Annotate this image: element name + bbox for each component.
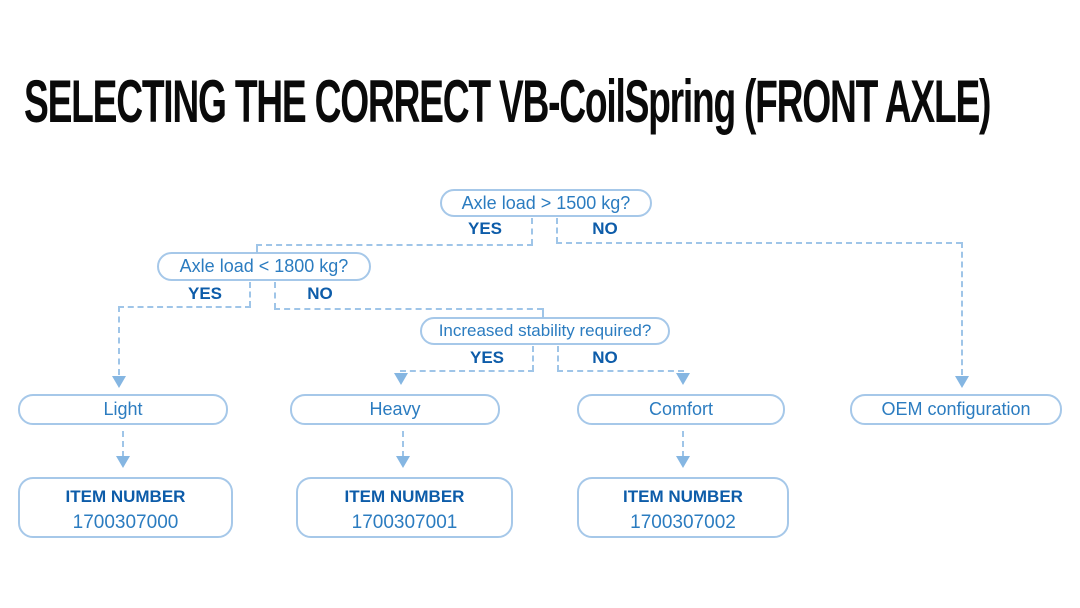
connector-line: [274, 308, 543, 310]
decision-box-axle-load-1800: Axle load < 1800 kg?: [157, 252, 371, 281]
connector-line: [402, 431, 404, 457]
connector-line: [557, 346, 559, 371]
yes-label-1: YES: [467, 219, 503, 238]
decision-question: Axle load < 1800 kg?: [179, 256, 349, 276]
outcome-box-light: Light: [18, 394, 228, 425]
connector-line: [118, 306, 120, 375]
item-box-heavy: ITEM NUMBER 1700307001: [296, 477, 513, 538]
connector-line: [556, 242, 962, 244]
decision-question: Increased stability required?: [438, 321, 652, 340]
outcome-label: OEM configuration: [881, 399, 1031, 419]
decision-box-axle-load-1500: Axle load > 1500 kg?: [440, 189, 652, 217]
item-number-heading: ITEM NUMBER: [623, 487, 743, 506]
connector-line: [256, 244, 533, 246]
outcome-box-oem-configuration: OEM configuration: [850, 394, 1062, 425]
yes-label-2: YES: [187, 284, 223, 303]
connector-line: [531, 218, 533, 245]
arrow-down-icon: [676, 373, 690, 385]
item-box-light: ITEM NUMBER 1700307000: [18, 477, 233, 538]
no-label-2: NO: [307, 284, 333, 303]
connector-line: [557, 370, 684, 372]
connector-line: [961, 242, 963, 375]
outcome-label: Light: [103, 399, 143, 419]
arrow-down-icon: [955, 376, 969, 388]
connector-line: [274, 282, 276, 309]
arrow-down-icon: [396, 456, 410, 468]
outcome-label: Heavy: [369, 399, 421, 419]
connector-line: [249, 282, 251, 307]
connector-line: [532, 346, 534, 371]
connector-line: [542, 308, 544, 318]
arrow-down-icon: [676, 456, 690, 468]
decision-question: Axle load > 1500 kg?: [461, 192, 631, 213]
outcome-box-comfort: Comfort: [577, 394, 785, 425]
page-title: SELECTING THE CORRECT VB-CoilSpring (FRO…: [24, 68, 991, 135]
yes-label-3: YES: [469, 348, 505, 367]
connector-line: [118, 306, 251, 308]
outcome-label: Comfort: [648, 399, 713, 419]
item-number-heading: ITEM NUMBER: [344, 487, 465, 506]
item-number-value: 1700307000: [72, 512, 179, 533]
connector-line: [682, 431, 684, 457]
decision-box-stability: Increased stability required?: [420, 317, 670, 345]
connector-line: [400, 370, 534, 372]
item-number-value: 1700307001: [351, 512, 458, 533]
connector-line: [122, 431, 124, 457]
connector-line: [556, 218, 558, 243]
item-number-value: 1700307002: [630, 512, 736, 533]
arrow-down-icon: [394, 373, 408, 385]
item-number-heading: ITEM NUMBER: [65, 487, 186, 506]
no-label-3: NO: [592, 348, 618, 367]
arrow-down-icon: [112, 376, 126, 388]
no-label-1: NO: [592, 219, 618, 238]
connector-line: [256, 244, 258, 253]
item-box-comfort: ITEM NUMBER 1700307002: [577, 477, 789, 538]
outcome-box-heavy: Heavy: [290, 394, 500, 425]
arrow-down-icon: [116, 456, 130, 468]
